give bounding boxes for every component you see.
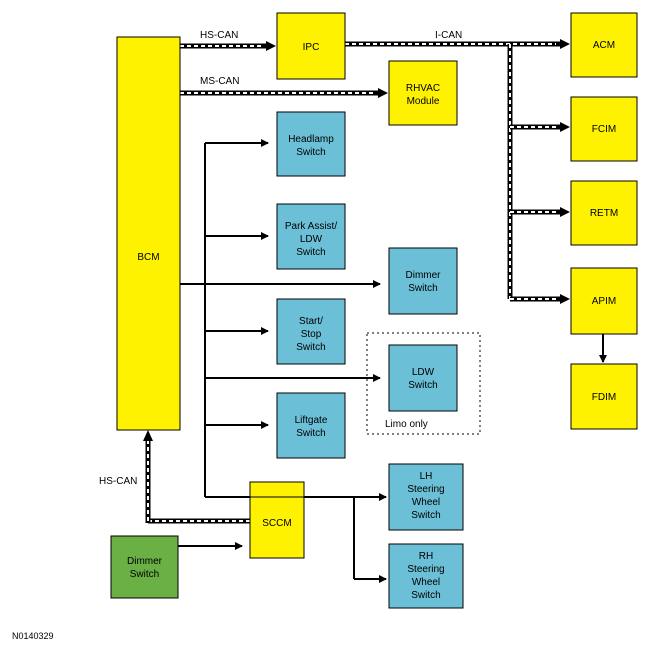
figure-id: N0140329 <box>12 631 54 641</box>
headlamp-switch: Headlamp Switch <box>276 111 346 177</box>
ipc-module: IPC <box>276 12 346 80</box>
ms-can-label: MS-CAN <box>200 76 239 87</box>
start-stop-switch: Start/ Stop Switch <box>276 298 346 365</box>
headlamp-line2: Switch <box>296 147 325 158</box>
rh-line1: RH <box>419 551 433 562</box>
lh-line3: Wheel <box>412 497 440 508</box>
rhvac-label-line1: RHVAC <box>406 83 440 94</box>
retm-module: RETM <box>570 180 638 246</box>
rh-line2: Steering <box>407 564 444 575</box>
park-assist-line2: LDW <box>300 234 323 245</box>
can-buses <box>143 39 570 524</box>
bcm-label: BCM <box>137 252 159 263</box>
start-stop-line1: Start/ <box>299 316 323 327</box>
hardwired-lines <box>178 139 607 583</box>
ipc-label: IPC <box>303 42 320 53</box>
i-can-line <box>345 39 570 304</box>
rh-line4: Switch <box>411 590 440 601</box>
acm-module: ACM <box>570 12 638 78</box>
lh-line4: Switch <box>411 510 440 521</box>
ldw-line2: Switch <box>408 380 437 391</box>
ldw-line1: LDW <box>412 367 435 378</box>
lh-steering-switch: LH Steering Wheel Switch <box>388 463 464 531</box>
rh-steering-switch: RH Steering Wheel Switch <box>388 543 464 609</box>
sccm-module: SCCM <box>249 481 305 559</box>
fcim-label: FCIM <box>592 124 616 135</box>
rh-line3: Wheel <box>412 577 440 588</box>
park-assist-switch: Park Assist/ LDW Switch <box>276 203 346 270</box>
dimmer-green-line2: Switch <box>130 569 159 580</box>
hs-can-line-left <box>143 430 250 524</box>
apim-label: APIM <box>592 296 616 307</box>
fdim-label: FDIM <box>592 392 616 403</box>
park-assist-line1: Park Assist/ <box>285 221 337 232</box>
bcm-module: BCM <box>116 36 181 431</box>
retm-label: RETM <box>590 208 618 219</box>
rhvac-module: RHVAC Module <box>388 60 458 126</box>
limo-only-group: Limo only <box>366 332 481 435</box>
fdim-module: FDIM <box>570 363 638 430</box>
start-stop-line3: Switch <box>296 342 325 353</box>
park-assist-line3: Switch <box>296 247 325 258</box>
limo-only-label: Limo only <box>385 419 428 430</box>
start-stop-line2: Stop <box>301 329 322 340</box>
headlamp-line1: Headlamp <box>288 134 334 145</box>
i-can-label: I-CAN <box>435 30 462 41</box>
apim-module: APIM <box>570 267 638 335</box>
dimmer-green-line1: Dimmer <box>127 556 163 567</box>
rhvac-label-line2: Module <box>407 96 440 107</box>
ms-can-line <box>180 88 388 98</box>
sccm-label: SCCM <box>262 518 291 529</box>
lh-line2: Steering <box>407 484 444 495</box>
liftgate-line1: Liftgate <box>295 415 328 426</box>
hs-can-label-left: HS-CAN <box>99 476 137 487</box>
dimmer-switch-blue: Dimmer Switch <box>388 247 458 315</box>
liftgate-line2: Switch <box>296 428 325 439</box>
lh-line1: LH <box>420 471 433 482</box>
ldw-switch: LDW Switch <box>388 344 458 412</box>
hs-can-label-top: HS-CAN <box>200 30 238 41</box>
hs-can-line-top <box>180 41 276 51</box>
acm-label: ACM <box>593 40 615 51</box>
dimmer-blue-line2: Switch <box>408 283 437 294</box>
dimmer-switch-green: Dimmer Switch <box>110 535 179 599</box>
liftgate-switch: Liftgate Switch <box>276 392 346 459</box>
dimmer-blue-line1: Dimmer <box>406 270 442 281</box>
fcim-module: FCIM <box>570 96 638 162</box>
